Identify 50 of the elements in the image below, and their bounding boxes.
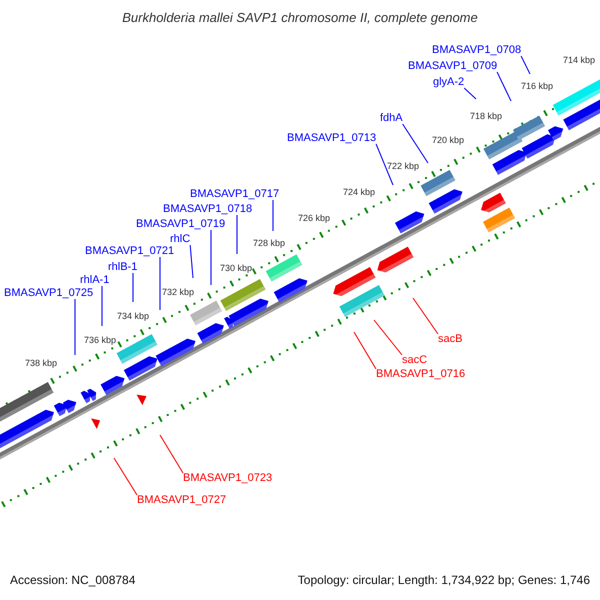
leader-line — [374, 320, 402, 356]
leader-line — [376, 144, 394, 186]
scale-label: 726 kbp — [298, 214, 330, 223]
scale-label: 720 kbp — [432, 136, 464, 145]
gene-label: BMASAVP1_0723 — [183, 473, 272, 484]
map-title: Burkholderia mallei SAVP1 chromosome II, complete genome — [121, 11, 479, 24]
gene-label: sacB — [438, 334, 462, 345]
genome-summary: Topology: circular; Length: 1,734,922 bp; Genes: 1,746 — [298, 574, 590, 586]
gene-label: glyA-2 — [433, 77, 464, 88]
leader-line — [402, 124, 428, 164]
scale-label: 732 kbp — [162, 288, 194, 297]
gene-label: rhlB-1 — [108, 262, 138, 273]
leader-line — [496, 72, 512, 102]
scale-label: 724 kbp — [343, 188, 376, 197]
gene-label: BMASAVP1_0718 — [163, 204, 252, 215]
gene-label: BMASAVP1_0713 — [287, 133, 376, 144]
leader-line — [160, 434, 184, 474]
gene-label: BMASAVP1_0721 — [85, 246, 174, 257]
scale-label: 730 kbp — [220, 264, 252, 273]
scale-label: 718 kbp — [470, 112, 502, 121]
scale-label: 734 kbp — [117, 312, 150, 321]
scale-label: 736 kbp — [84, 336, 116, 345]
gene-label: sacC — [402, 355, 428, 366]
leader-line — [412, 298, 438, 334]
gene-label: rhlC — [170, 234, 190, 245]
scale-label: 728 kbp — [253, 239, 286, 248]
leader-line — [354, 332, 376, 370]
gene-label: BMASAVP1_0709 — [408, 61, 498, 72]
leader-line — [520, 56, 530, 74]
gene-label: BMASAVP1_0725 — [4, 288, 94, 299]
gene-label: rhlA-1 — [80, 275, 110, 286]
leader-line — [190, 244, 194, 278]
gene-label: BMASAVP1_0719 — [136, 219, 226, 230]
leader-line — [236, 214, 238, 254]
gene-label: fdhA — [380, 113, 403, 124]
accession-note: Accession: NC_008784 — [10, 574, 136, 586]
leader-line — [132, 272, 134, 302]
gene-label: BMASAVP1_0708 — [432, 45, 522, 56]
leader-line — [272, 200, 274, 232]
leader-line — [74, 298, 76, 356]
leader-line — [464, 88, 476, 100]
scale-label: 738 kbp — [25, 359, 58, 368]
gene-label: BMASAVP1_0716 — [376, 369, 466, 380]
gene-label: BMASAVP1_0717 — [190, 189, 280, 200]
leader-line — [210, 230, 212, 286]
leader-line — [114, 458, 138, 496]
scale-label: 714 kbp — [563, 56, 596, 65]
scale-label: 716 kbp — [521, 82, 554, 91]
gene-label: BMASAVP1_0727 — [137, 495, 226, 506]
scale-label: 722 kbp — [387, 162, 420, 171]
